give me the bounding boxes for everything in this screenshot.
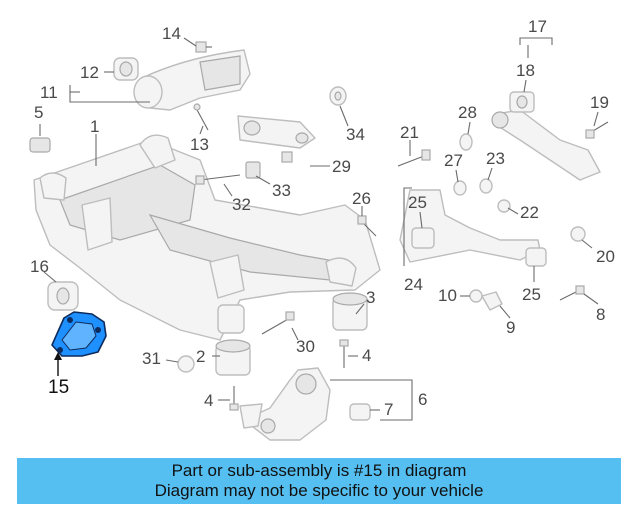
bushing-16 [47, 281, 79, 311]
nut-20 [570, 226, 586, 242]
bolt-13 [193, 103, 209, 131]
link-29-drawing [237, 115, 316, 163]
nut-31 [177, 355, 195, 373]
leader-lines [39, 37, 599, 421]
callout-23: 23 [486, 149, 505, 168]
callout-14: 14 [162, 24, 181, 43]
washer-27 [453, 180, 467, 196]
callout-27: 27 [444, 151, 463, 170]
callout-26: 26 [352, 189, 371, 208]
callout-16: 16 [30, 257, 49, 276]
bracket-9 [481, 291, 503, 311]
callout-4-lower: 4 [204, 391, 213, 410]
callout-33: 33 [272, 181, 291, 200]
highlighted-part-15 [51, 311, 107, 357]
callout-34: 34 [346, 125, 365, 144]
caption-line-1: Part or sub-assembly is #15 in diagram [171, 461, 467, 480]
bushing-18 [509, 91, 535, 113]
callout-28: 28 [458, 103, 477, 122]
callout-6: 6 [418, 390, 427, 409]
bushing-upper-2 [217, 304, 245, 334]
callout-8: 8 [596, 305, 605, 324]
callout-1: 1 [90, 117, 99, 136]
callout-20: 20 [596, 247, 615, 266]
knuckle-drawing [239, 367, 331, 441]
callout-12: 12 [80, 63, 99, 82]
callout-31: 31 [142, 349, 161, 368]
bolt-32 [195, 174, 241, 185]
callout-13: 13 [190, 135, 209, 154]
bolt-30 [261, 311, 295, 335]
subframe-drawing [33, 134, 381, 341]
bolt-19 [585, 121, 609, 139]
nut-34 [329, 86, 347, 106]
callout-22: 22 [520, 203, 539, 222]
callout-30: 30 [296, 337, 315, 356]
callout-24: 24 [404, 275, 423, 294]
bushing-2 [215, 339, 251, 376]
callout-32: 32 [232, 195, 251, 214]
bolt-4-upper [339, 339, 349, 368]
callout-11: 11 [40, 83, 58, 102]
bushing-7 [349, 403, 371, 421]
bushing-23 [479, 178, 493, 194]
callout-17: 17 [528, 17, 547, 36]
bolt-14 [195, 41, 212, 53]
callout-2: 2 [196, 347, 205, 366]
callout-18: 18 [516, 61, 535, 80]
callout-4-upper: 4 [362, 346, 371, 365]
washer-22 [497, 199, 511, 213]
nut-5 [29, 137, 51, 153]
caption-line-2: Diagram may not be specific to your vehi… [154, 481, 484, 500]
callout-10: 10 [438, 286, 457, 305]
callout-25-upper: 25 [408, 193, 427, 212]
caption-bar: Part or sub-assembly is #15 in diagram D… [17, 458, 621, 504]
callout-21: 21 [400, 123, 419, 142]
callout-3: 3 [366, 288, 375, 307]
callout-5: 5 [34, 103, 43, 122]
callout-29: 29 [332, 157, 351, 176]
callout-25-lower: 25 [522, 285, 541, 304]
callout-15: 15 [48, 377, 69, 398]
bolt-21 [397, 149, 431, 167]
callout-9: 9 [506, 318, 515, 337]
bushing-12 [113, 57, 139, 81]
callout-19: 19 [590, 93, 609, 112]
bolt-8 [559, 285, 585, 301]
bolt-4-lower [229, 386, 239, 411]
plate-33 [245, 161, 261, 179]
upper-arm-drawing [133, 49, 251, 111]
callout-labels: 1 2 3 4 4 5 6 7 8 9 10 11 12 13 14 15 16… [30, 17, 615, 419]
bushing-3 [332, 292, 368, 331]
arm-17-drawing [491, 109, 601, 181]
callout-7: 7 [384, 400, 393, 419]
bushing-28 [459, 133, 473, 151]
nut-10 [469, 289, 483, 303]
arm-24-drawing [399, 189, 547, 267]
